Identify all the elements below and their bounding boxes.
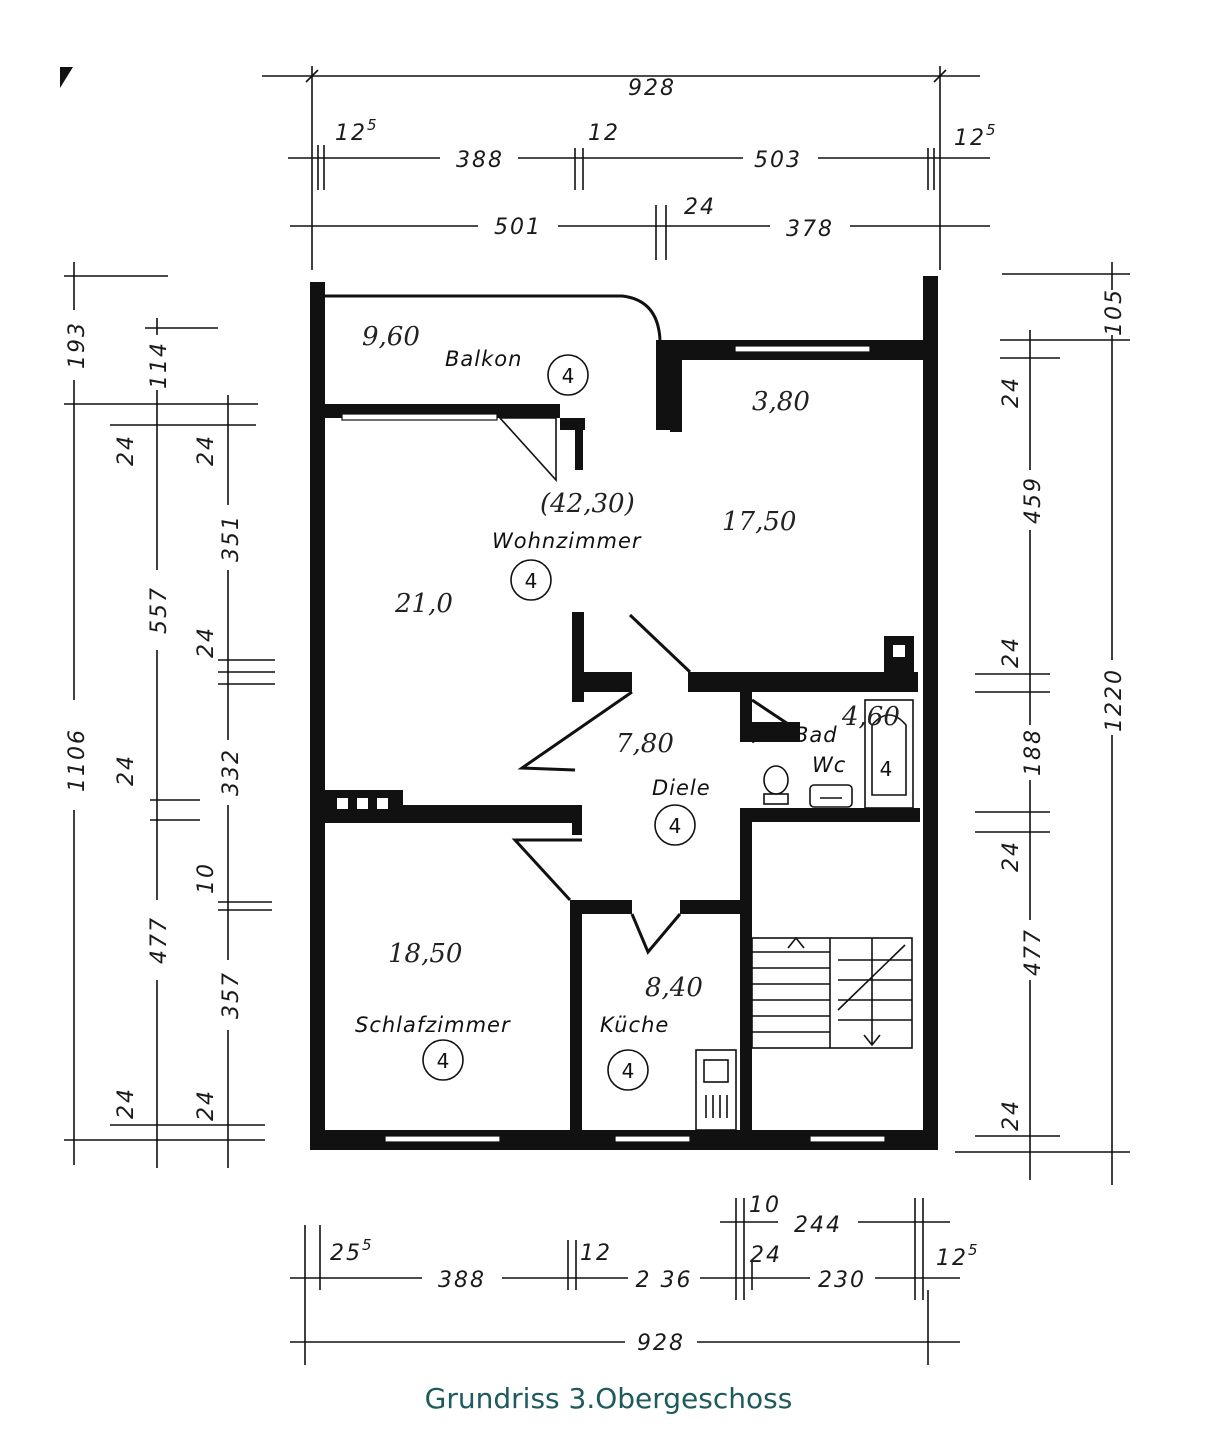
- stove: [695, 1049, 737, 1131]
- area-wohnzimmer-left: 21,0: [394, 589, 453, 619]
- dim-right-inner-5: 24: [999, 840, 1024, 872]
- dim-top-r1-b: 388: [456, 148, 504, 173]
- dim-bottom-r2-a: 255: [330, 1236, 374, 1266]
- dim-right-inner-3: 24: [999, 636, 1024, 668]
- dim-top-r2-b: 24: [684, 195, 716, 220]
- dim-top-total: 928: [628, 76, 676, 101]
- dim-bottom-r2-d: 2 36: [636, 1268, 693, 1293]
- area-bad: 4,60: [841, 702, 900, 732]
- dim-top-r2-c: 378: [786, 217, 834, 242]
- dim-left-inner-4: 332: [219, 748, 244, 796]
- label-bad: Bad: [794, 723, 838, 747]
- area-balkon: 9,60: [362, 322, 420, 352]
- dim-right-inner-7: 24: [999, 1099, 1024, 1131]
- label-wc: Wc: [812, 753, 846, 777]
- dim-right-inner-1: 24: [999, 376, 1024, 408]
- dim-right-inner-6: 477: [1021, 928, 1046, 976]
- dim-bottom-r2-g: 125: [936, 1241, 980, 1271]
- bottom-dimensions: 10 244 255 388 12 2 36 24 230 125 928: [290, 1193, 980, 1365]
- room-kueche: 8,40 Küche 4: [600, 973, 703, 1091]
- bathtub: [864, 699, 914, 809]
- dim-right-outer-2: 1220: [1102, 668, 1127, 732]
- dim-left-mid-5: 477: [147, 916, 172, 964]
- area-kueche: 8,40: [645, 973, 703, 1003]
- dim-left-inner-7: 24: [194, 1089, 219, 1121]
- dim-left-inner-5: 10: [194, 862, 219, 894]
- sink: [809, 784, 853, 808]
- dim-left-inner-3: 24: [194, 626, 219, 658]
- dim-top-r2-a: 501: [494, 215, 542, 240]
- right-dimensions: 105 1220 24 459 24 188 24 477 24: [955, 262, 1130, 1185]
- dim-bottom-r2-e: 24: [750, 1243, 782, 1268]
- floor-plan-drawing: 928 125 388 12 503 125 501 24 378 193 11…: [60, 40, 1190, 1365]
- label-diele: Diele: [652, 776, 711, 800]
- windows: [341, 345, 886, 1143]
- dim-left-inner-1: 24: [194, 434, 219, 466]
- area-alcove: 3,80: [752, 387, 810, 417]
- room-schlafzimmer: 18,50 Schlafzimmer 4: [355, 939, 511, 1081]
- dim-right-outer-1: 105: [1102, 288, 1127, 336]
- dim-left-inner-2: 351: [219, 514, 244, 562]
- dim-top-r1-a: 125: [335, 116, 379, 146]
- area-wohnzimmer-total: (42,30): [540, 489, 635, 519]
- dim-top-r1-e: 125: [954, 121, 998, 151]
- dim-left-mid-1: 114: [147, 341, 172, 389]
- corner-mark: [60, 67, 73, 88]
- number-schlafzimmer: 4: [437, 1049, 450, 1073]
- room-wohnzimmer: 3,80 (42,30) 17,50 Wohnzimmer 4 21,0: [394, 387, 810, 619]
- plan-caption: Grundriss 3.Obergeschoss: [424, 1382, 793, 1415]
- room-diele: 7,80 Diele 4: [616, 729, 711, 846]
- balcony-door-swing: [498, 417, 557, 483]
- number-balkon: 4: [562, 364, 575, 388]
- dim-top-r1-c: 12: [588, 121, 620, 146]
- label-balkon: Balkon: [445, 347, 522, 371]
- door-swings-diele: [511, 613, 788, 955]
- dim-left-inner-6: 357: [219, 971, 244, 1019]
- top-dimensions: 928 125 388 12 503 125 501 24 378: [262, 66, 998, 270]
- dim-bottom-r2-b: 388: [438, 1268, 486, 1293]
- toilet: [763, 765, 789, 805]
- dim-top-r1-d: 503: [754, 148, 802, 173]
- dim-left-mid-6: 24: [114, 1087, 139, 1119]
- area-wohnzimmer-right: 17,50: [722, 507, 796, 537]
- dim-bottom-r1-b: 244: [794, 1213, 842, 1238]
- dim-left-mid-4: 24: [114, 754, 139, 786]
- paper-background: [60, 40, 1190, 1365]
- dim-left-mid-2: 24: [114, 434, 139, 466]
- dim-bottom-r2-c: 12: [580, 1241, 612, 1266]
- area-schlafzimmer: 18,50: [388, 939, 462, 969]
- room-balkon: 9,60 Balkon 4: [362, 322, 589, 396]
- dim-bottom-r1-a: 10: [749, 1193, 781, 1218]
- number-bad: 4: [880, 757, 893, 781]
- dim-bottom-total: 928: [637, 1331, 685, 1356]
- left-dimensions: 193 1106 114 24 557 24 477 24 24 351 24 …: [62, 262, 275, 1168]
- dim-right-inner-2: 459: [1021, 476, 1046, 524]
- number-kueche: 4: [622, 1059, 635, 1083]
- area-diele: 7,80: [616, 729, 674, 759]
- floor-plan-scan: 928 125 388 12 503 125 501 24 378 193 11…: [60, 40, 1190, 1365]
- label-wohnzimmer: Wohnzimmer: [492, 529, 642, 553]
- dim-left-mid-3: 557: [147, 586, 172, 634]
- dim-right-inner-4: 188: [1021, 728, 1046, 776]
- room-bad: 4,60 Bad Wc 4: [794, 702, 900, 781]
- dim-left-outer-2: 1106: [65, 728, 90, 792]
- label-kueche: Küche: [600, 1013, 669, 1037]
- number-diele: 4: [669, 814, 682, 838]
- dim-bottom-r2-f: 230: [818, 1268, 866, 1293]
- staircase: [751, 936, 913, 1049]
- dim-left-outer-1: 193: [65, 321, 90, 369]
- label-schlafzimmer: Schlafzimmer: [355, 1013, 511, 1037]
- number-wohnzimmer: 4: [525, 569, 538, 593]
